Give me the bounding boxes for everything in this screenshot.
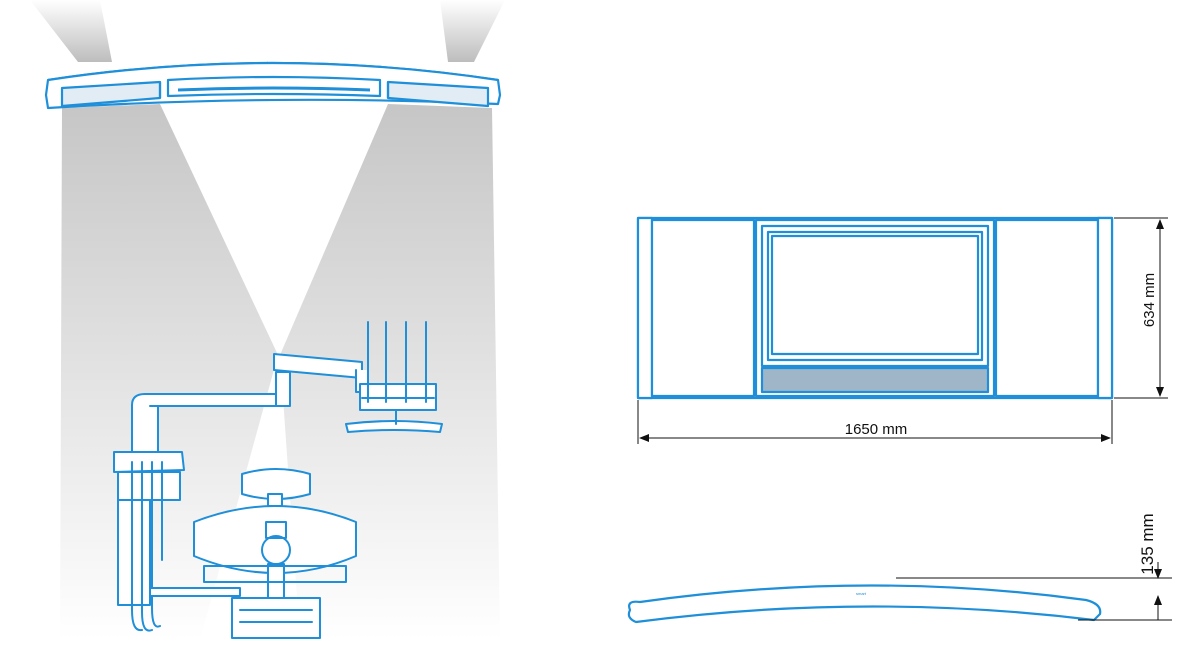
light-logo-side: smart <box>856 591 867 596</box>
light-center-screen <box>166 75 382 98</box>
unit-hose-3 <box>151 461 161 628</box>
unit-assistant-head <box>113 451 185 473</box>
front-screen-display <box>770 234 980 356</box>
front-right-end <box>1096 216 1114 400</box>
beam-left <box>60 104 278 640</box>
unit-arm-horizontal <box>149 393 281 407</box>
unit-cuspidor-tank <box>117 499 151 606</box>
unit-tray-plate <box>345 420 443 433</box>
front-view-light <box>636 216 1114 400</box>
front-bottom-bar <box>760 366 990 394</box>
side-light-body <box>627 584 1102 624</box>
unit-hose-2 <box>141 461 153 632</box>
chair-headrest-mount <box>267 493 283 507</box>
unit-assistant-column <box>117 471 181 501</box>
side-view-light <box>627 584 1102 624</box>
front-left-end <box>636 216 654 400</box>
beam-top-right <box>440 0 505 62</box>
dim-depth-label: 135 mm <box>1138 513 1157 574</box>
chair-backrest-hole <box>261 535 291 565</box>
unit-arm-joint <box>275 371 291 407</box>
dimension-width <box>637 400 1113 444</box>
ceiling-light-perspective <box>44 61 502 110</box>
dimension-depth <box>896 562 1172 621</box>
front-left-panel <box>650 218 756 398</box>
light-beams <box>30 0 505 640</box>
chair-headrest <box>241 468 311 500</box>
front-right-panel <box>994 218 1100 398</box>
chair-backrest-slot <box>265 521 287 539</box>
chair-seat-frame <box>203 565 347 583</box>
unit-arm-vertical <box>131 393 159 453</box>
dim-height-label: 634 mm <box>1141 273 1158 327</box>
unit-base-rail <box>149 587 241 597</box>
dimension-height <box>1114 217 1168 399</box>
chair-base <box>231 597 321 639</box>
unit-hose-1 <box>131 461 143 632</box>
dim-width-label: 1650 mm <box>845 421 908 438</box>
dental-unit <box>113 321 443 639</box>
beam-right <box>280 104 500 640</box>
beam-top-left <box>30 0 112 62</box>
light-center-bar <box>177 86 371 92</box>
light-logo-top: smart <box>258 60 269 65</box>
